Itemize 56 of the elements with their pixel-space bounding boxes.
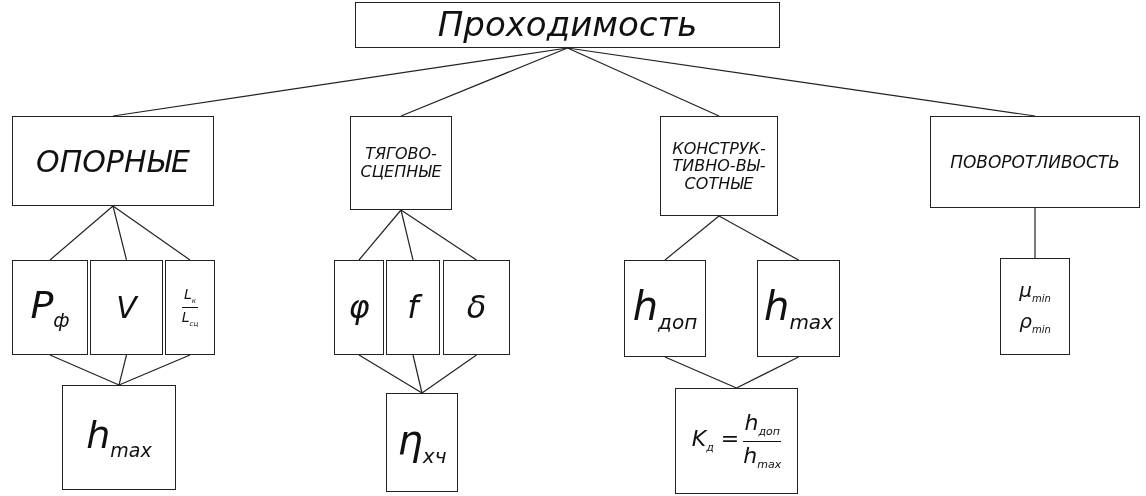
connector-line	[421, 354, 478, 394]
text-box	[386, 260, 440, 355]
text-box	[165, 260, 215, 355]
node-label: Проходимость	[437, 6, 698, 44]
text-box	[1000, 258, 1070, 355]
text-box	[350, 116, 452, 210]
node-label: P$_{ф}$	[30, 284, 70, 331]
connector-line	[400, 209, 414, 261]
numerator: h$_{доп}$	[744, 411, 780, 439]
node-label: h$_{max}$	[764, 284, 833, 333]
node-label: δ	[466, 289, 487, 326]
connector-line	[400, 47, 569, 117]
connector-line	[566, 47, 720, 117]
text-box	[660, 116, 778, 216]
connector-line	[112, 205, 191, 261]
connector-line	[118, 354, 191, 386]
connector-line	[49, 205, 114, 261]
node-label: ПОВОРОТЛИВОСТЬ	[950, 152, 1120, 172]
numerator: L$_{к}$	[183, 286, 196, 305]
text-box	[90, 260, 163, 355]
text-box	[930, 116, 1140, 208]
formula-line: ρ$_{min}$	[1019, 309, 1051, 335]
text-box	[675, 388, 798, 494]
node-label: h$_{доп}$	[632, 284, 698, 333]
connector-line	[1034, 207, 1036, 259]
text-box	[62, 385, 176, 490]
node-label: КОНСТРУК-ТИВНО-ВЫ-СОТНЫЕ	[671, 139, 767, 193]
node-label: ТЯГОВО-СЦЕПНЫЕ	[359, 145, 443, 181]
node-label: h$_{max}$	[86, 414, 152, 461]
connector-line	[412, 354, 423, 394]
connector-line	[400, 209, 478, 261]
connector-line	[112, 205, 128, 261]
node-label: φ	[348, 289, 370, 326]
connector-line	[718, 215, 800, 261]
text-box	[757, 260, 840, 357]
node-label: η$_{хч}$	[397, 418, 447, 467]
text-box	[355, 2, 780, 48]
connector-line	[118, 354, 128, 386]
node-label: V	[116, 291, 137, 324]
text-box	[443, 260, 510, 355]
denominator: h$_{max}$	[743, 443, 782, 471]
text-box	[624, 260, 706, 357]
connector-line	[735, 356, 800, 389]
text-box	[334, 260, 384, 355]
connector-line	[49, 354, 120, 386]
node-label: ОПОРНЫЕ	[36, 144, 190, 178]
text-box	[12, 116, 214, 206]
denominator: L$_{сц}$	[181, 310, 199, 329]
connector-line	[664, 356, 738, 389]
formula-line: μ$_{min}$	[1019, 278, 1051, 304]
connector-line	[358, 209, 402, 261]
connector-line	[664, 215, 720, 261]
text-box	[386, 393, 458, 492]
formula-term: K$_{д}$ =	[691, 427, 740, 455]
text-box	[12, 260, 88, 355]
connector-line	[358, 354, 423, 394]
